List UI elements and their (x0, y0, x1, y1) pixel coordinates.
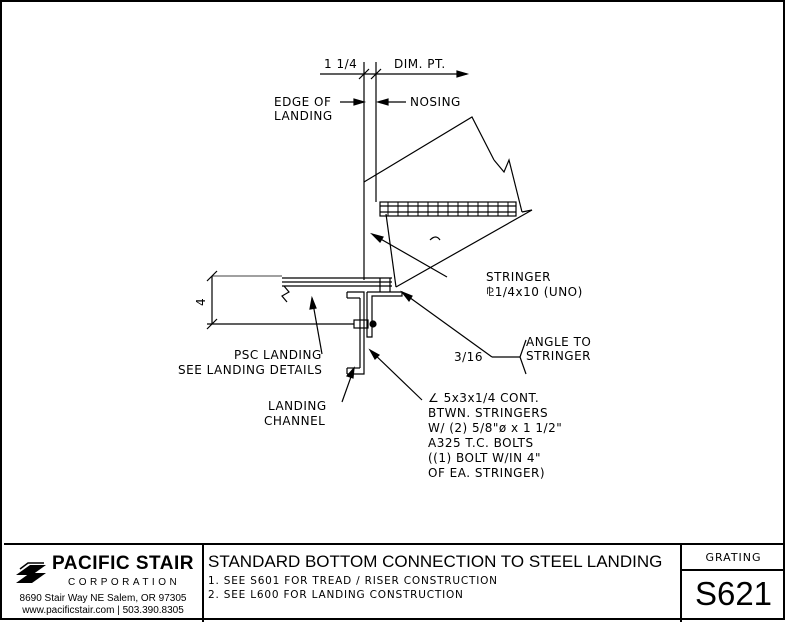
note-2: 2. SEE L600 FOR LANDING CONSTRUCTION (208, 589, 464, 601)
angle-to-stringer-label-1: ANGLE TO (526, 335, 591, 349)
sheet-code: S621 (694, 575, 773, 612)
drawing-title: STANDARD BOTTOM CONNECTION TO STEEL LAND… (208, 552, 663, 571)
angle-to-stringer-label-2: STRINGER (526, 349, 591, 363)
nosing-label: NOSING (410, 95, 461, 109)
landing-channel-label-1: LANDING (268, 399, 327, 413)
company-address: 8690 Stair Way NE Salem, OR 97305 (19, 593, 187, 604)
stringer-plate (363, 116, 533, 288)
angle-note-line-5: ((1) BOLT W/IN 4" (428, 451, 541, 465)
company-web-phone: www.pacificstair.com | 503.390.8305 (22, 605, 184, 616)
landing-channel-label-2: CHANNEL (264, 414, 325, 428)
company-name: PACIFIC STAIR (52, 553, 194, 574)
title-block: PACIFIC STAIR CORPORATION 8690 Stair Way… (4, 543, 785, 622)
psc-landing-label-2: SEE LANDING DETAILS (178, 363, 322, 377)
landing-channel-section (346, 291, 403, 375)
psc-landing-label-1: PSC LANDING (234, 348, 322, 362)
sheet-divider (682, 569, 785, 571)
sheet-info: GRATING S621 (682, 545, 785, 622)
grating-bars (387, 202, 509, 216)
drawing-description: STANDARD BOTTOM CONNECTION TO STEEL LAND… (204, 545, 682, 622)
angle-note-line-6: OF EA. STRINGER) (428, 466, 545, 480)
category-label: GRATING (705, 551, 762, 564)
top-dimension (320, 62, 470, 182)
note-1: 1. SEE S601 FOR TREAD / RISER CONSTRUCTI… (208, 575, 498, 587)
edge-of-landing-label-1: EDGE OF (274, 95, 331, 109)
stair-connection-detail: 1 1/4 DIM. PT. EDGE OF LANDING NOSING ST… (178, 57, 591, 480)
company-corporation: CORPORATION (68, 577, 181, 588)
landing-grating (212, 275, 392, 303)
stringer-label-2: ⅊1/4x10 (UNO) (486, 285, 583, 299)
stringer-label-1: STRINGER (486, 270, 551, 284)
angle-note-line-2: BTWN. STRINGERS (428, 406, 548, 420)
edge-of-landing-label-2: LANDING (274, 109, 333, 123)
weld-size-label: 3/16 (454, 350, 483, 364)
angle-note-line-1: ∠ 5x3x1/4 CONT. (428, 391, 539, 405)
company-logo-block: PACIFIC STAIR CORPORATION 8690 Stair Way… (4, 545, 204, 622)
angle-note-line-4: A325 T.C. BOLTS (428, 436, 534, 450)
height-dimension (206, 270, 354, 330)
dim-point-label: DIM. PT. (394, 57, 446, 71)
height-dimension-label: 4 (194, 298, 208, 306)
dim-left-label: 1 1/4 (324, 57, 357, 71)
pacific-stair-logo-icon (16, 562, 46, 583)
angle-note-line-3: W/ (2) 5/8"ø x 1 1/2" (428, 421, 562, 435)
